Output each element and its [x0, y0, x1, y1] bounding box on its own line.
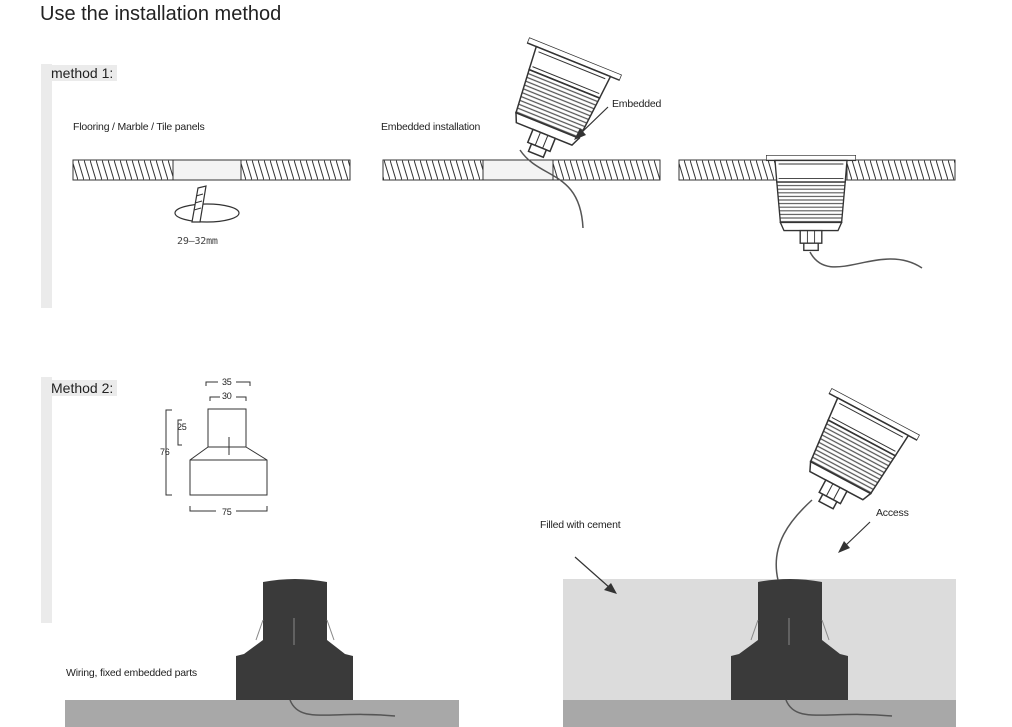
- dimension-drawing: [165, 381, 268, 512]
- ground-cable-right: [785, 699, 893, 717]
- embedded-installation-caption: Embedded installation: [381, 121, 481, 133]
- embedded-arrow-label: Embedded: [612, 98, 662, 110]
- ground-slab-right: [563, 700, 956, 727]
- method1-side-bar: [41, 64, 52, 308]
- method2-side-bar: [41, 377, 52, 623]
- page-title: Use the installation method: [40, 3, 282, 25]
- cement-caption: Filled with cement: [540, 519, 621, 531]
- embedded-part-left: [236, 579, 353, 700]
- ground-cable-left: [289, 699, 396, 717]
- tilted-lamp-access: [781, 387, 920, 530]
- access-arrow: [838, 521, 871, 553]
- dim-75-label: 75: [222, 507, 232, 517]
- hole-drill-icon: [174, 185, 240, 223]
- dim-25-label: 25: [177, 422, 187, 432]
- dim-35-label: 35: [222, 377, 232, 387]
- method1-label: method 1:: [47, 65, 118, 81]
- embedded-part-right: [731, 579, 848, 700]
- flooring-panel-2: [382, 159, 661, 181]
- flooring-caption: Flooring / Marble / Tile panels: [73, 121, 205, 133]
- flooring-panel-1: [72, 159, 351, 181]
- lamp-cable-3: [775, 499, 813, 581]
- method2-label: Method 2:: [47, 380, 118, 396]
- wiring-caption: Wiring, fixed embedded parts: [66, 667, 197, 679]
- dim-76-label: 76: [160, 447, 170, 457]
- tilted-lamp: [488, 37, 622, 174]
- cement-arrow: [574, 556, 617, 594]
- installed-lamp: [766, 155, 857, 252]
- embedded-arrow: [574, 106, 609, 140]
- dim-30-label: 30: [222, 391, 232, 401]
- access-arrow-label: Access: [876, 507, 909, 519]
- ground-slab-left: [65, 700, 459, 727]
- lamp-cable-1: [519, 149, 584, 229]
- hole-size-label: 29‒32mm: [177, 236, 218, 247]
- lamp-cable-2: [809, 251, 923, 269]
